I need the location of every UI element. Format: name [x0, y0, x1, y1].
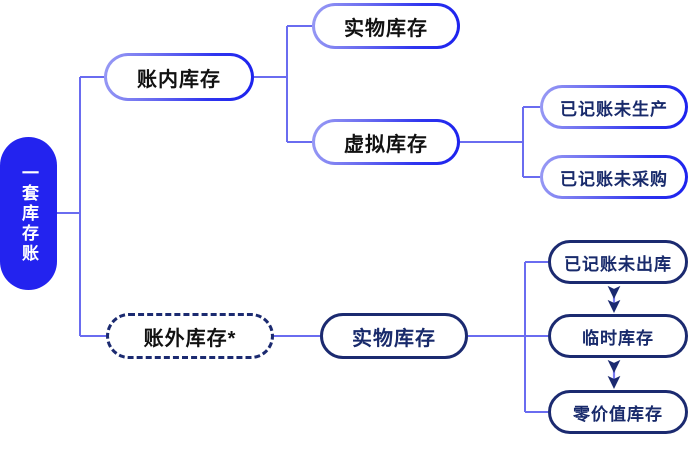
node-in-account-physical[interactable]: 实物库存: [312, 3, 460, 49]
node-posted-not-produced[interactable]: 已记账未生产: [540, 85, 688, 129]
node-off-account-physical[interactable]: 实物库存: [320, 313, 468, 359]
node-off-account[interactable]: 账外库存*: [106, 313, 274, 359]
node-in-account-virtual[interactable]: 虚拟库存: [312, 119, 460, 165]
node-root[interactable]: 一套库存账: [0, 137, 57, 290]
node-in-account[interactable]: 账内库存: [104, 53, 254, 101]
node-temporary-inventory[interactable]: 临时库存: [548, 314, 688, 358]
node-posted-not-purchased[interactable]: 已记账未采购: [540, 155, 688, 199]
node-zero-value-inventory[interactable]: 零价值库存: [548, 390, 688, 434]
node-posted-not-shipped[interactable]: 已记账未出库: [548, 240, 688, 284]
